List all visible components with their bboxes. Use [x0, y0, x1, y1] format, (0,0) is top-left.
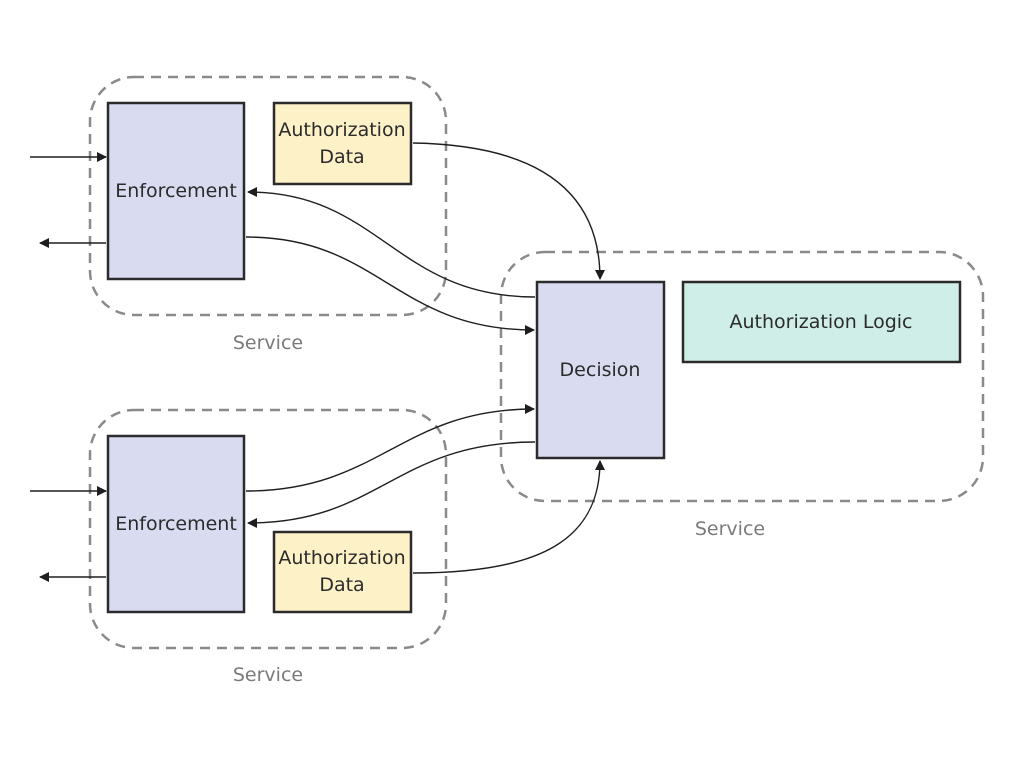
authorization-data-box-top: [272, 101, 413, 186]
enforcement-box-top: [106, 101, 246, 281]
service-boundary-top: [88, 75, 448, 317]
service-label-bottom: Service: [233, 664, 303, 686]
enforcement-to-decision-arrow-top: [245, 236, 535, 335]
authorization-data-label-line1-top: Authorization: [278, 119, 405, 141]
service-boundary-decision: [499, 250, 985, 503]
enforcement-box-bottom: [106, 434, 246, 614]
enforcement-label-top: Enforcement: [115, 180, 237, 202]
enforcement-to-decision-arrow-bottom: [245, 404, 535, 492]
data-to-decision-arrow-bottom: [412, 460, 605, 574]
enforcement-label-bottom: Enforcement: [115, 513, 237, 535]
authorization-logic-box: [681, 280, 962, 364]
service-boundary-bottom: [88, 408, 448, 650]
data-to-decision-arrow-top: [412, 142, 605, 280]
decision-box: [535, 280, 666, 460]
authorization-data-label-line1-bottom: Authorization: [278, 547, 405, 569]
decision-to-enforcement-arrow-top: [247, 187, 536, 298]
authorization-data-label-line2-bottom: Data: [319, 574, 364, 596]
service-label-top: Service: [233, 332, 303, 354]
decision-to-enforcement-arrow-bottom: [247, 441, 536, 528]
authorization-data-box-bottom: [272, 530, 413, 614]
decision-label: Decision: [560, 359, 641, 381]
authorization-logic-label: Authorization Logic: [730, 311, 913, 333]
authorization-data-label-line2-top: Data: [319, 146, 364, 168]
service-label-decision: Service: [695, 518, 765, 540]
